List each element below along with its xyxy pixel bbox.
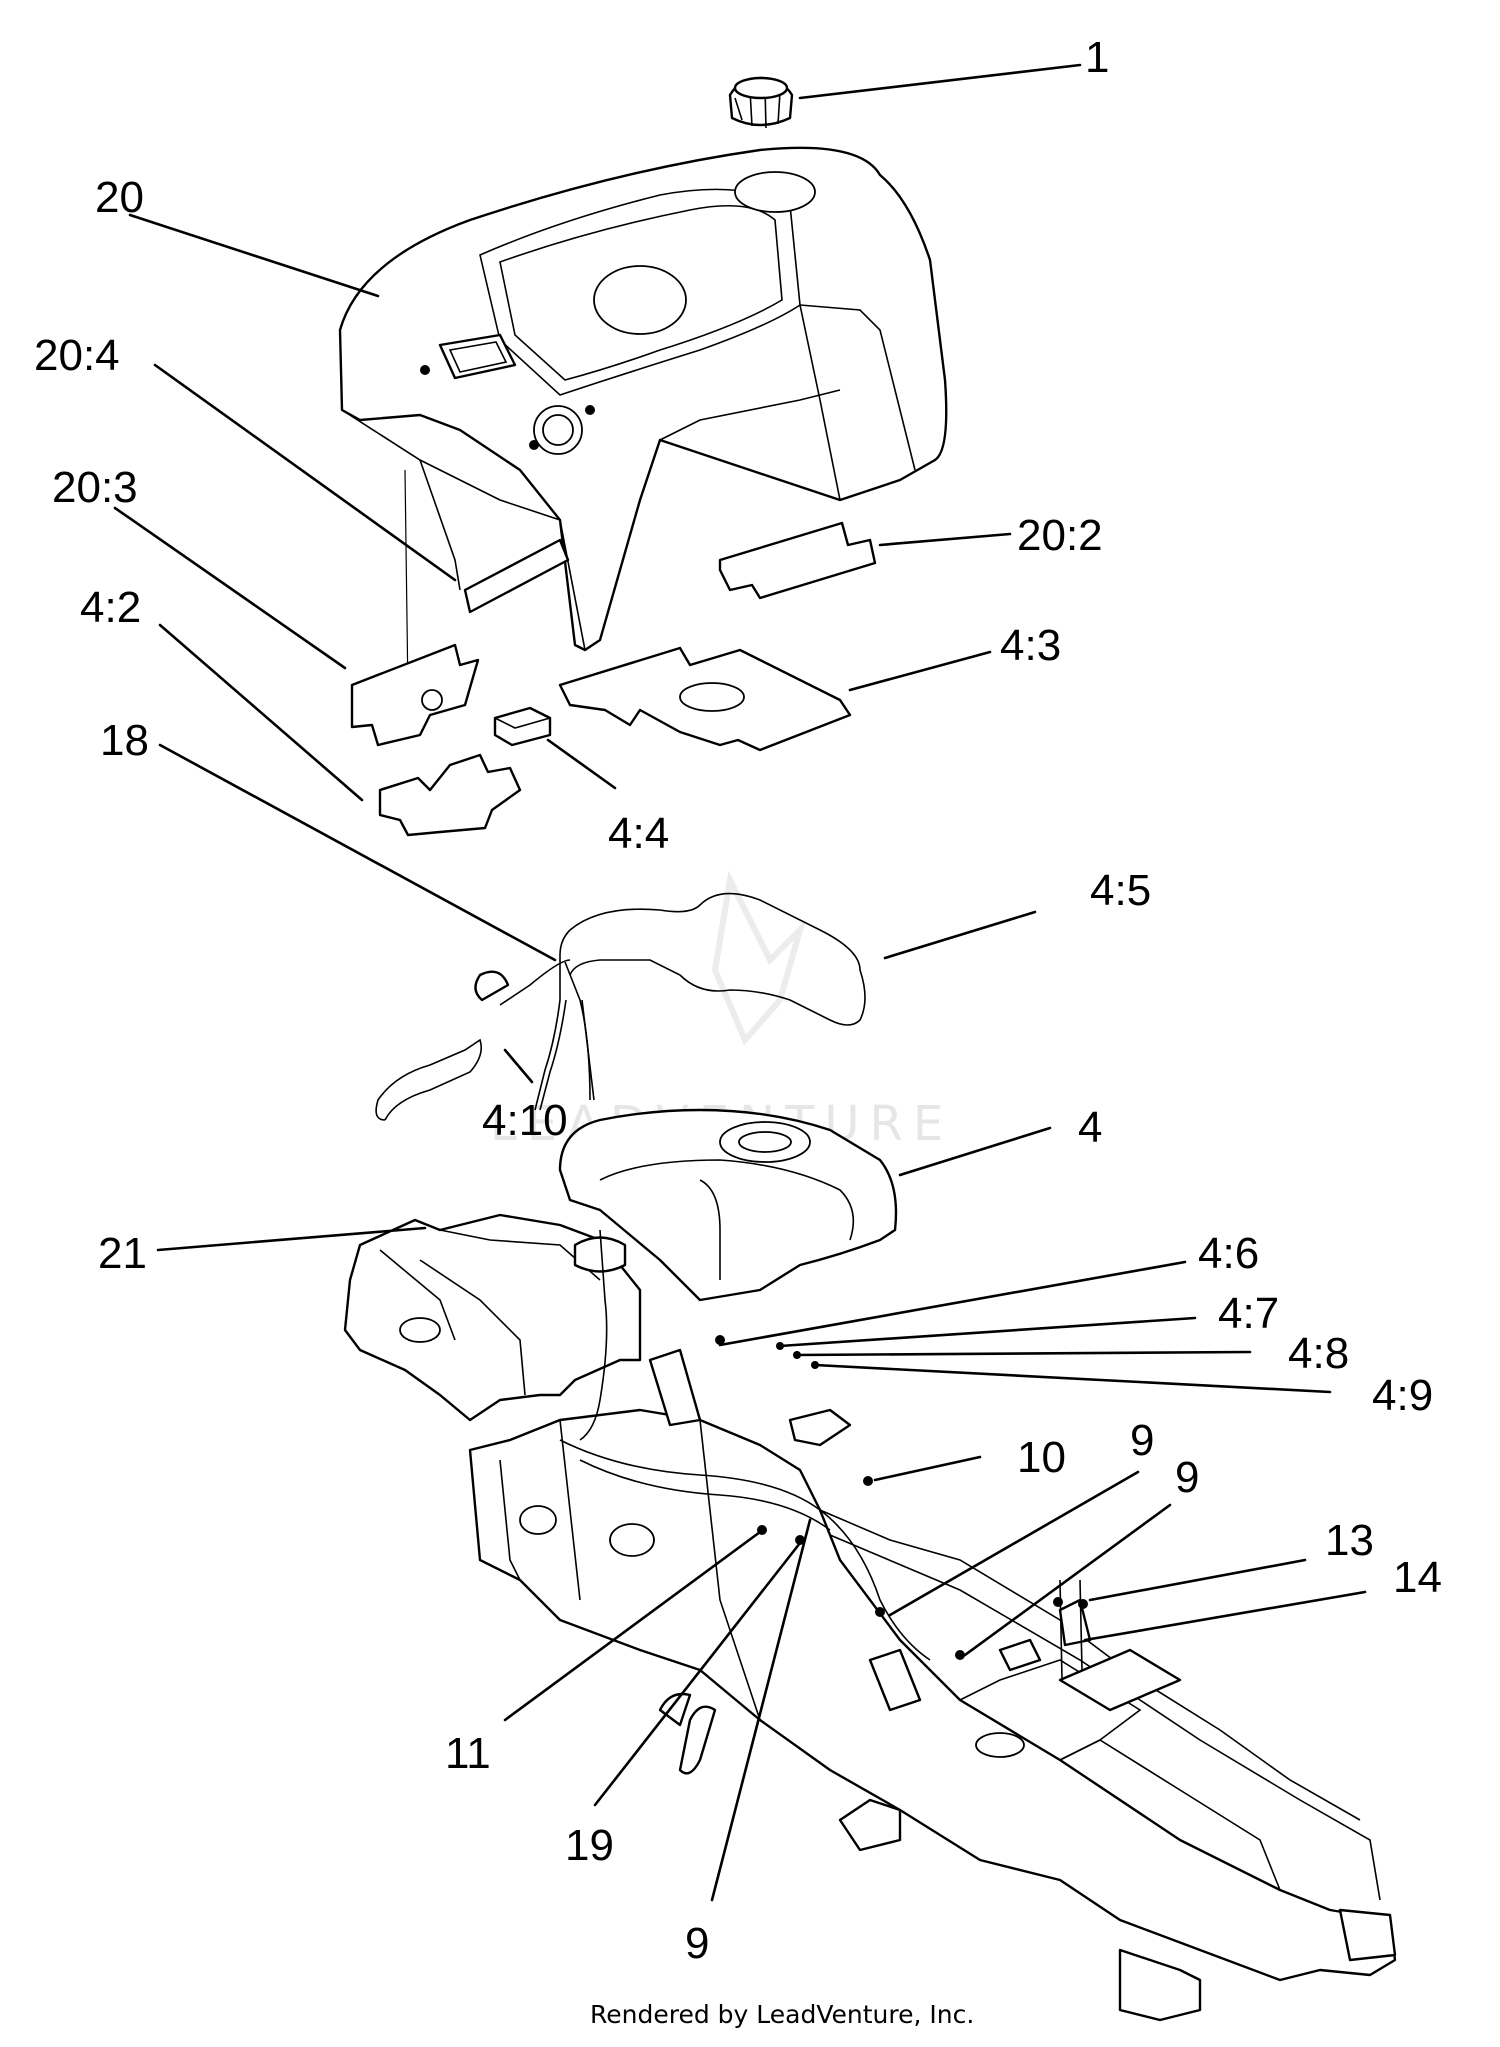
callout-13: 13	[1325, 1516, 1374, 1565]
leader-19	[593, 1541, 802, 1807]
callout-10: 10	[1017, 1433, 1066, 1482]
callout-9-c: 9	[685, 1919, 709, 1968]
leader-14	[1083, 1590, 1367, 1642]
leader-4-7	[778, 1316, 1197, 1348]
leader-21	[156, 1226, 427, 1252]
leader-9-a	[888, 1470, 1140, 1617]
leader-4-10	[503, 1048, 534, 1084]
pad-4-3	[558, 646, 852, 752]
callout-11: 11	[445, 1729, 491, 1778]
fuel-line-4-5	[375, 892, 866, 1121]
callout-20-4: 20:4	[34, 331, 120, 380]
leader-20-2	[878, 532, 1012, 547]
leader-20	[128, 213, 380, 298]
callout-4: 4	[1078, 1103, 1102, 1152]
decal-20-4	[463, 538, 570, 614]
seat-support-21	[343, 1213, 642, 1422]
chassis-frame	[468, 1229, 1397, 2022]
mount-line	[404, 469, 409, 696]
callout-14: 14	[1393, 1553, 1442, 1602]
callout-9-a: 9	[1130, 1416, 1154, 1465]
callout-labels: 1 20 20:4 20:3 20:2 4:2 4:3 4:4 18 4:5 4…	[34, 33, 1442, 1968]
hood-console	[338, 146, 948, 652]
leader-9-b	[963, 1503, 1172, 1657]
callout-4-10: 4:10	[482, 1096, 568, 1145]
pad-4-2	[378, 753, 522, 837]
callout-4-2: 4:2	[80, 583, 141, 632]
leader-4-6	[718, 1260, 1187, 1347]
leader-4	[898, 1126, 1052, 1177]
callout-21: 21	[98, 1229, 147, 1278]
leader-4-2	[158, 623, 364, 802]
leader-4-8	[795, 1350, 1252, 1357]
callout-1: 1	[1085, 33, 1109, 82]
callout-4-8: 4:8	[1288, 1329, 1349, 1378]
fuel-tank	[558, 1108, 898, 1302]
leader-20-4	[153, 363, 457, 582]
callout-19: 19	[565, 1821, 614, 1870]
callout-20-3: 20:3	[52, 463, 138, 512]
leader-4-4	[546, 738, 617, 790]
leader-9-c	[710, 1518, 812, 1902]
fuel-cap	[728, 76, 794, 129]
callout-20-2: 20:2	[1017, 511, 1103, 560]
callout-4-4: 4:4	[608, 809, 669, 858]
callout-4-3: 4:3	[1000, 621, 1061, 670]
leader-20-3	[113, 506, 347, 670]
leader-4-5	[883, 910, 1037, 960]
leader-4-3	[848, 650, 992, 692]
leader-1	[798, 63, 1082, 100]
pad-20-2	[718, 521, 877, 600]
bumper-4-4	[493, 706, 552, 747]
leader-lines	[113, 63, 1367, 1902]
callout-4-7: 4:7	[1218, 1289, 1279, 1338]
callout-20: 20	[95, 173, 144, 222]
leader-11	[503, 1530, 762, 1722]
callout-4-5: 4:5	[1090, 866, 1151, 915]
render-credit: Rendered by LeadVenture, Inc.	[590, 2000, 974, 2029]
leader-4-9	[813, 1363, 1332, 1394]
callout-4-6: 4:6	[1198, 1229, 1259, 1278]
callout-4-9: 4:9	[1372, 1371, 1433, 1420]
leader-10	[873, 1455, 982, 1482]
pad-20-3	[350, 643, 480, 747]
callout-18: 18	[100, 716, 149, 765]
leader-18	[158, 743, 557, 962]
leader-13	[1088, 1558, 1307, 1602]
callout-9-b: 9	[1175, 1453, 1199, 1502]
